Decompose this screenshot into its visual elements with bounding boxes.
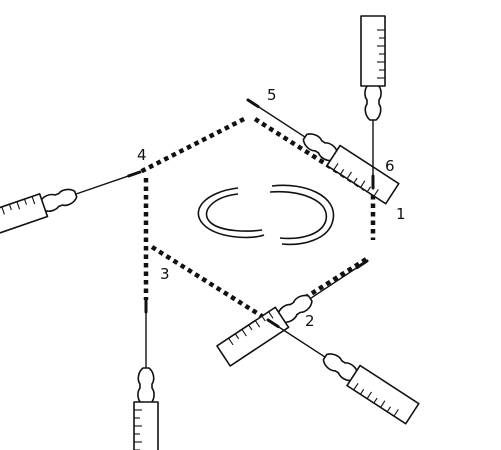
syringe-2 bbox=[266, 318, 420, 425]
site-label-6: 6 bbox=[385, 157, 395, 175]
syringes bbox=[0, 15, 420, 450]
syringe-6 bbox=[360, 15, 386, 190]
site-label-5: 5 bbox=[267, 86, 277, 104]
site-label-1: 1 bbox=[396, 205, 406, 223]
site-label-2: 2 bbox=[305, 312, 315, 330]
site-label-4: 4 bbox=[137, 146, 147, 164]
syringe-3 bbox=[133, 298, 159, 450]
dotted-line-5-4 bbox=[138, 116, 246, 175]
site-label-3: 3 bbox=[160, 265, 170, 283]
syringe-5 bbox=[246, 98, 400, 205]
wound-ring bbox=[197, 184, 335, 246]
dotted-line-3-2 bbox=[150, 245, 270, 322]
syringe-4 bbox=[0, 170, 142, 241]
